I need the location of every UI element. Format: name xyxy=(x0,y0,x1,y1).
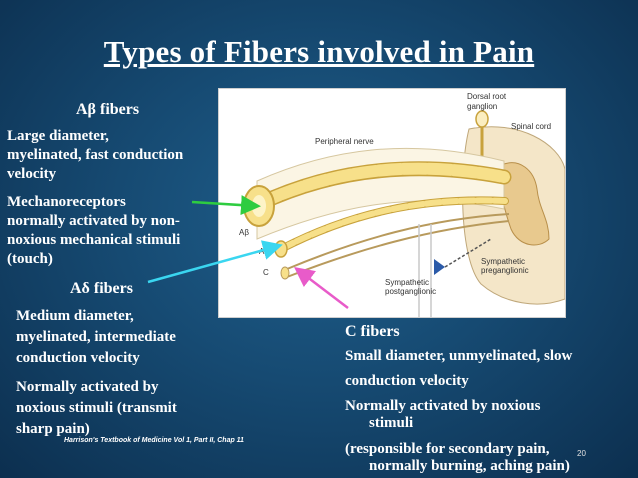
cfiber-arrow xyxy=(294,266,349,309)
c-fiber-end xyxy=(280,266,290,280)
adelta-line5: noxious stimuli (transmit xyxy=(16,400,177,416)
abeta-line4: Mechanoreceptors xyxy=(7,194,126,210)
cfibers-line1: Small diameter, unmyelinated, slow xyxy=(345,348,573,364)
adelta-line6: sharp pain) xyxy=(16,421,90,437)
adelta-heading: Aδ fibers xyxy=(70,280,133,297)
adelta-line1: Medium diameter, xyxy=(16,308,134,324)
abeta-line5: normally activated by non- xyxy=(7,213,180,229)
ganglion-label: ganglion xyxy=(467,102,497,111)
sympathetic-ganglion-icon xyxy=(434,259,445,275)
abeta-label: Aβ xyxy=(239,228,249,237)
cfibers-line3: Normally activated by noxious xyxy=(345,398,541,414)
abeta-line3: velocity xyxy=(7,166,57,182)
nerve-fiber-figure: Dorsal root ganglion Spinal cord Periphe… xyxy=(218,88,566,318)
adelta-line4: Normally activated by xyxy=(16,379,159,395)
cfibers-line5: (responsible for secondary pain, xyxy=(345,441,550,457)
peripheral-nerve-label: Peripheral nerve xyxy=(315,137,374,146)
abeta-arrow xyxy=(191,195,261,216)
abeta-fiber xyxy=(253,162,510,210)
nerve-fiber-illustration: Dorsal root ganglion Spinal cord Periphe… xyxy=(239,92,565,317)
dorsal-root-label: Dorsal root xyxy=(467,92,507,101)
abeta-line2: myelinated, fast conduction xyxy=(7,147,184,163)
slide-title: Types of Fibers involved in Pain xyxy=(103,34,535,69)
abeta-line7: (touch) xyxy=(7,251,53,267)
cfibers-heading: C fibers xyxy=(345,323,400,340)
sympathetic-pre-label-1: Sympathetic xyxy=(481,257,525,266)
adelta-line2: myelinated, intermediate xyxy=(16,329,176,345)
sympathetic-pre-label-2: preganglionic xyxy=(481,266,529,275)
citation: Harrison's Textbook of Medicine Vol 1, P… xyxy=(64,437,244,444)
adelta-fiber xyxy=(278,197,508,252)
adelta-arrow xyxy=(147,240,283,284)
spinal-cord-label: Spinal cord xyxy=(511,122,551,131)
c-label: C xyxy=(263,268,269,277)
cfibers-line6: normally burning, aching pain) xyxy=(369,458,570,474)
abeta-line6: noxious mechanical stimuli xyxy=(7,232,181,248)
sympathetic-post-label-2: postganglionic xyxy=(385,287,436,296)
dorsal-root-ganglion xyxy=(475,110,489,128)
abeta-line1: Large diameter, xyxy=(7,128,109,144)
cfibers-line4: stimuli xyxy=(369,415,414,431)
cfibers-line2: conduction velocity xyxy=(345,373,469,389)
page-number: 20 xyxy=(577,449,586,458)
abeta-heading: Aβ fibers xyxy=(76,101,140,118)
sympathetic-post-label-1: Sympathetic xyxy=(385,278,429,287)
c-fiber-2 xyxy=(286,220,510,278)
c-fiber-1 xyxy=(286,213,510,270)
sympathetic-preganglionic-fiber xyxy=(444,238,492,268)
adelta-line3: conduction velocity xyxy=(16,350,140,366)
